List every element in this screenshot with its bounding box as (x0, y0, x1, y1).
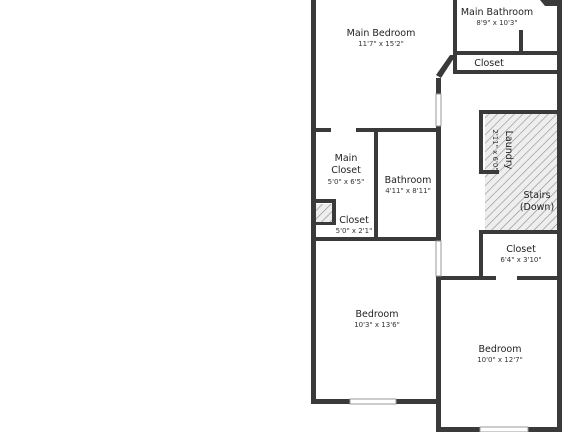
main-closet-name-line2: Closet (331, 165, 361, 176)
closet-right-name: Closet (506, 244, 536, 255)
bedroom-right-name: Bedroom (479, 344, 522, 355)
closet-shaft-hatch (316, 204, 332, 222)
stairs-name-line2: (Down) (520, 202, 554, 213)
closet-small-dims: 5'0" x 2'1" (336, 227, 373, 235)
bedroom-right-dims: 10'0" x 12'7" (477, 356, 523, 364)
laundry-name: Laundry (503, 131, 514, 170)
main-bedroom-dims: 11'7" x 15'2" (358, 40, 404, 48)
bedroom-left-name: Bedroom (356, 309, 399, 320)
bathroom-name: Bathroom (385, 175, 432, 186)
closet-right-dims: 6'4" x 3'10" (500, 256, 541, 264)
bedroom-left-dims: 10'3" x 13'6" (354, 321, 400, 329)
main-bedroom-name: Main Bedroom (347, 28, 416, 39)
main-bathroom-dims: 8'9" x 10'3" (476, 19, 517, 27)
main-closet-dims: 5'0" x 6'5" (328, 178, 365, 186)
laundry-dims: 2'11" x 6'0" (491, 129, 499, 170)
windows (349, 93, 529, 432)
closet-small-name: Closet (339, 215, 369, 226)
closet-top-name: Closet (474, 58, 504, 69)
bathroom-dims: 4'11" x 8'11" (385, 187, 431, 195)
main-closet-name-line1: Main (335, 153, 358, 164)
stairs-name-line1: Stairs (523, 190, 550, 201)
main-bathroom-name: Main Bathroom (461, 7, 533, 18)
